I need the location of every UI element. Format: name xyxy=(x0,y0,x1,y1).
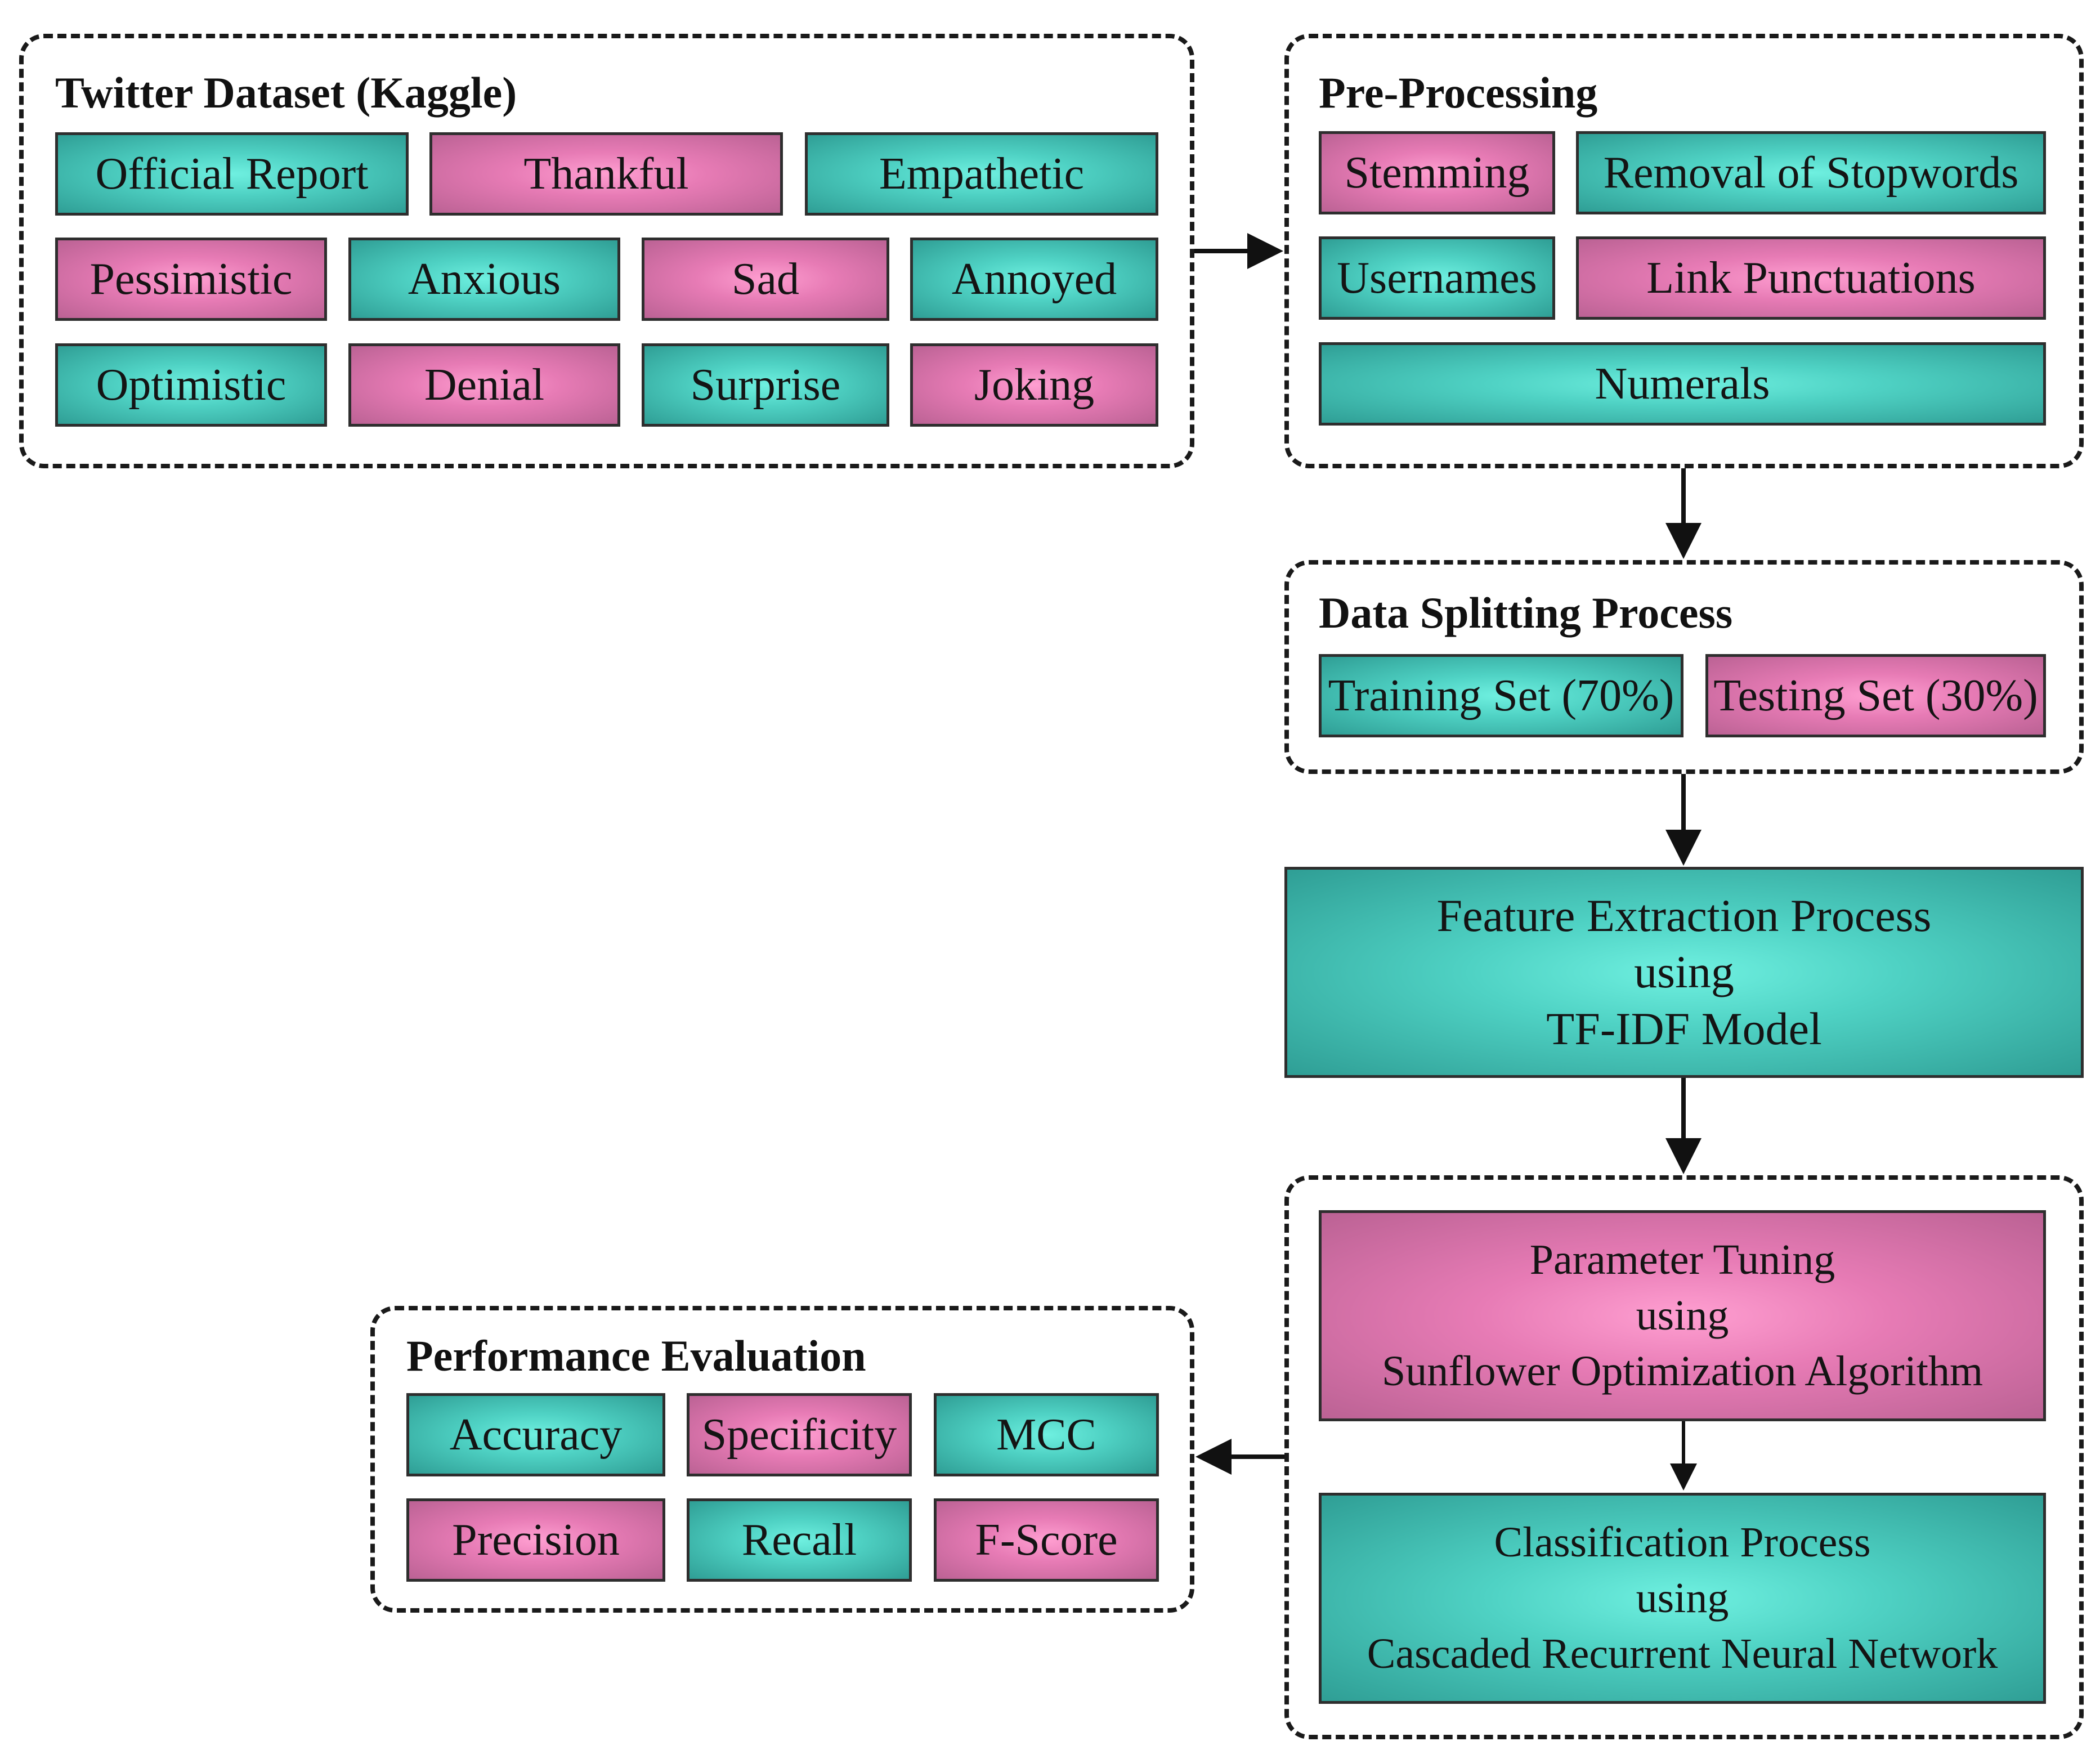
preprocessing-item-link-punctuations: Link Punctuations xyxy=(1576,236,2046,320)
testing-set-box: Testing Set (30%) xyxy=(1705,654,2046,737)
dataset-item-annoyed: Annoyed xyxy=(910,238,1158,321)
data-splitting-title: Data Splitting Process xyxy=(1319,588,1733,637)
preprocessing-item-stemming: Stemming xyxy=(1319,131,1555,214)
evaluation-item-mcc: MCC xyxy=(934,1393,1159,1476)
evaluation-item-precision: Precision xyxy=(406,1498,665,1582)
feature-extraction-box: Feature Extraction Process using TF-IDF … xyxy=(1284,867,2084,1078)
dataset-item-thankful: Thankful xyxy=(429,132,783,216)
feature-extraction-line-1: Feature Extraction Process xyxy=(1436,890,1932,942)
classification-line-2: using xyxy=(1636,1574,1729,1622)
evaluation-item-accuracy: Accuracy xyxy=(406,1393,665,1476)
evaluation-item-recall: Recall xyxy=(687,1498,912,1582)
classification-line-3: Cascaded Recurrent Neural Network xyxy=(1367,1630,1998,1677)
evaluation-item-specificity: Specificity xyxy=(687,1393,912,1476)
pre-processing-title: Pre-Processing xyxy=(1319,68,1598,117)
dataset-item-empathetic: Empathetic xyxy=(805,132,1158,216)
dataset-item-joking: Joking xyxy=(910,343,1158,427)
twitter-dataset-title: Twitter Dataset (Kaggle) xyxy=(55,68,517,117)
dataset-item-sad: Sad xyxy=(642,238,889,321)
parameter-tuning-box: Parameter Tuning using Sunflower Optimiz… xyxy=(1319,1210,2046,1421)
classification-line-1: Classification Process xyxy=(1494,1519,1871,1566)
feature-extraction-line-2: using xyxy=(1634,946,1734,998)
dataset-item-anxious: Anxious xyxy=(348,238,620,321)
feature-extraction-line-3: TF-IDF Model xyxy=(1546,1002,1822,1054)
performance-evaluation-title: Performance Evaluation xyxy=(406,1331,866,1380)
parameter-tuning-line-1: Parameter Tuning xyxy=(1529,1236,1835,1284)
preprocessing-item-usernames: Usernames xyxy=(1319,236,1555,320)
dataset-item-denial: Denial xyxy=(348,343,620,427)
preprocessing-item-numerals: Numerals xyxy=(1319,342,2046,426)
evaluation-item-f-score: F-Score xyxy=(934,1498,1159,1582)
preprocessing-item-removal-of-stopwords: Removal of Stopwords xyxy=(1576,131,2046,214)
dataset-item-optimistic: Optimistic xyxy=(55,343,327,427)
classification-process-box: Classification Process using Cascaded Re… xyxy=(1319,1493,2046,1704)
parameter-tuning-line-3: Sunflower Optimization Algorithm xyxy=(1381,1347,1983,1395)
training-set-box: Training Set (70%) xyxy=(1319,654,1683,737)
dataset-item-official-report: Official Report xyxy=(55,132,409,216)
parameter-tuning-line-2: using xyxy=(1636,1292,1729,1340)
dataset-item-surprise: Surprise xyxy=(642,343,889,427)
dataset-item-pessimistic: Pessimistic xyxy=(55,238,327,321)
